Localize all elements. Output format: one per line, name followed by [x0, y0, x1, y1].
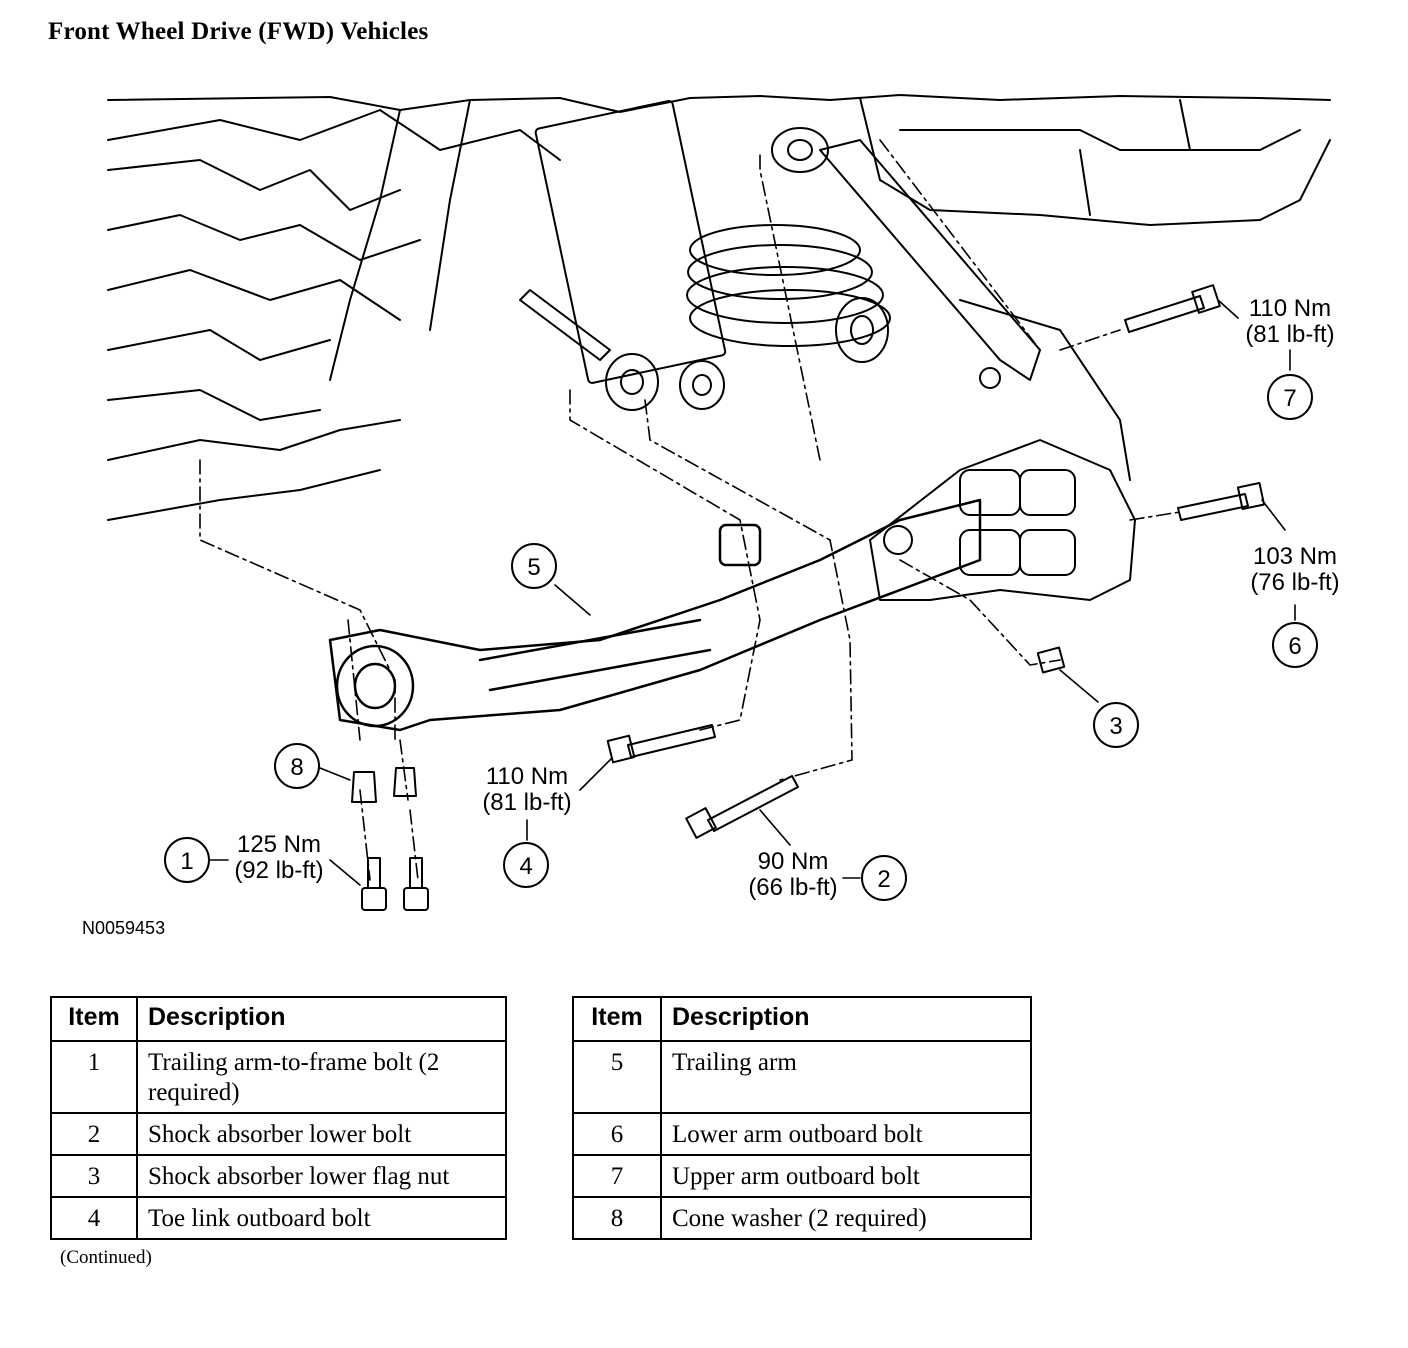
torque-1-lbft: (92 lb-ft): [234, 857, 323, 884]
item-description: Lower arm outboard bolt: [660, 1112, 1032, 1156]
torque-7-lbft: (81 lb-ft): [1245, 321, 1334, 348]
item-description: Upper arm outboard bolt: [660, 1154, 1032, 1198]
continued-note: (Continued): [60, 1247, 152, 1268]
callout-6-number: 6: [1288, 633, 1301, 660]
bolt-2: [685, 775, 799, 839]
item-description: Toe link outboard bolt: [136, 1196, 507, 1240]
toe-link: [519, 289, 725, 411]
item-description: Trailing arm: [660, 1040, 1032, 1114]
knuckle: [869, 299, 1136, 601]
item-description: Cone washer (2 required): [660, 1196, 1032, 1240]
torque-4-lbft: (81 lb-ft): [482, 789, 571, 816]
torque-7-nm: 110 Nm: [1249, 295, 1331, 322]
item-number: 6: [572, 1112, 662, 1156]
legend-table-left: Item Description 1 Trailing arm-to-frame…: [50, 996, 507, 1240]
table-row: 6 Lower arm outboard bolt: [572, 1112, 1032, 1156]
torque-2-nm: 90 Nm: [758, 848, 829, 875]
cone-washers-8: [351, 767, 417, 803]
callout-7-number: 7: [1283, 385, 1296, 412]
item-number: 8: [572, 1196, 662, 1240]
item-number: 5: [572, 1040, 662, 1114]
column-header-item: Item: [572, 996, 662, 1042]
page-title: Front Wheel Drive (FWD) Vehicles: [48, 18, 429, 45]
item-number: 7: [572, 1154, 662, 1198]
item-description: Trailing arm-to-frame bolt (2 required): [136, 1040, 507, 1114]
callout-3-number: 3: [1109, 713, 1122, 740]
leader-lines: [209, 299, 1296, 886]
coil-spring: [686, 127, 891, 363]
column-header-item: Item: [50, 996, 138, 1042]
bolt-4: [606, 724, 716, 764]
table-row: 5 Trailing arm: [572, 1040, 1032, 1114]
table-row: 7 Upper arm outboard bolt: [572, 1154, 1032, 1198]
item-number: 4: [50, 1196, 138, 1240]
item-description: Shock absorber lower bolt: [136, 1112, 507, 1156]
item-number: 1: [50, 1040, 138, 1114]
item-description: Shock absorber lower flag nut: [136, 1154, 507, 1198]
bolt-7: [1124, 284, 1221, 333]
bolt-6: [1177, 481, 1266, 521]
callout-8-number: 8: [290, 754, 303, 781]
column-header-description: Description: [136, 996, 507, 1042]
torque-4-nm: 110 Nm: [486, 763, 568, 790]
figure-id: N0059453: [82, 918, 166, 938]
upper-arm: [819, 139, 1041, 381]
callout-2-number: 2: [877, 866, 890, 893]
callout-4-number: 4: [519, 853, 532, 880]
torque-2-lbft: (66 lb-ft): [748, 874, 837, 901]
vehicle-body-structure: [107, 94, 1331, 521]
assembly-lines: [199, 139, 1181, 881]
torque-6-nm: 103 Nm: [1253, 543, 1337, 570]
table-header-row: Item Description: [50, 996, 507, 1042]
table-row: 2 Shock absorber lower bolt: [50, 1112, 507, 1156]
torque-6-lbft: (76 lb-ft): [1250, 569, 1339, 596]
table-row: 8 Cone washer (2 required): [572, 1196, 1032, 1240]
table-header-row: Item Description: [572, 996, 1032, 1042]
trailing-arm: [328, 498, 982, 732]
column-header-description: Description: [660, 996, 1032, 1042]
callout-5-number: 5: [527, 554, 540, 581]
callout-circles: [164, 374, 1318, 901]
callout-1-number: 1: [180, 848, 193, 875]
table-row: 1 Trailing arm-to-frame bolt (2 required…: [50, 1040, 507, 1114]
legend-table-right: Item Description 5 Trailing arm 6 Lower …: [572, 996, 1032, 1240]
torque-1-nm: 125 Nm: [237, 831, 321, 858]
item-number: 3: [50, 1154, 138, 1198]
nut-3: [1036, 646, 1066, 674]
table-row: 4 Toe link outboard bolt: [50, 1196, 507, 1240]
table-row: 3 Shock absorber lower flag nut: [50, 1154, 507, 1198]
bolts-1: [361, 857, 429, 911]
suspension-exploded-diagram: 7 6 3 5 4 2 1 8 110 Nm (81 lb-ft) 103 Nm…: [107, 94, 1340, 911]
item-number: 2: [50, 1112, 138, 1156]
